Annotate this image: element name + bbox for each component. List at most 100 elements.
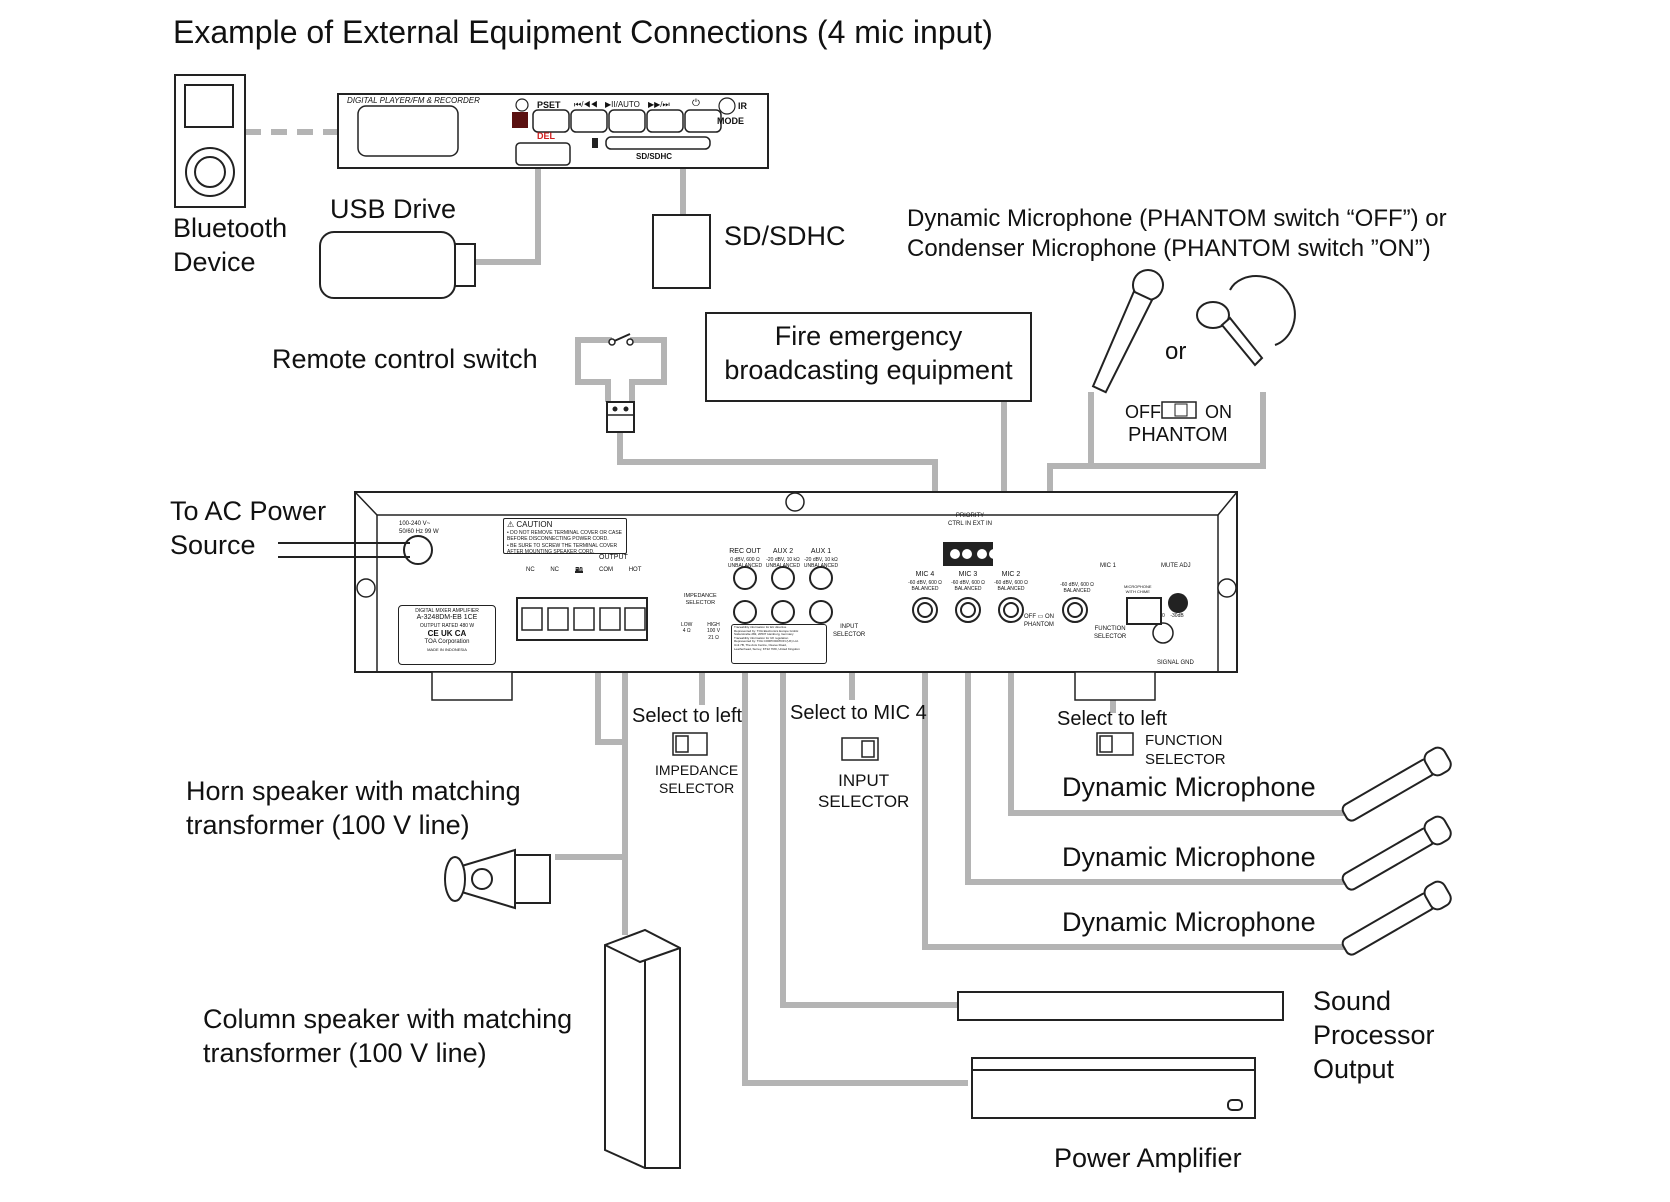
mic-type: BALANCED <box>911 586 939 592</box>
del-label: DEL <box>537 131 555 141</box>
mic2-label: MIC 2 -60 dBV, 600 Ω BALANCED <box>991 571 1031 592</box>
sound-processor-label: Sound Processor Output <box>1313 985 1435 1086</box>
input-instruction: Select to MIC 4 <box>790 702 927 724</box>
sound-processor <box>957 991 1284 1021</box>
mic4-cable <box>922 610 1348 950</box>
mic1-title: MIC 1 <box>1100 563 1117 569</box>
mic-spec: -60 dBV, 600 Ω <box>951 579 985 586</box>
chime-line: MICROPHONE <box>1124 584 1152 589</box>
terminal-hot: HOT <box>628 567 642 573</box>
usb-cable <box>470 166 541 265</box>
function-selector-label: FUNCTION SELECTOR <box>1145 732 1226 770</box>
horn-speaker-label: Horn speaker with matching transformer (… <box>186 775 521 843</box>
nameplate-origin: MADE IN INDONESIA <box>427 646 467 652</box>
panel-phantom-label: PHANTOM <box>1024 621 1054 628</box>
condenser-microphone <box>1196 275 1296 367</box>
sound-proc-line: Output <box>1313 1053 1395 1084</box>
column-speaker-label: Column speaker with matching transformer… <box>203 1003 572 1071</box>
mic-note: Dynamic Microphone (PHANTOM switch “OFF”… <box>907 204 1447 264</box>
dynamic-mic-label-3: Dynamic Microphone <box>1062 907 1316 937</box>
function-selector-line: FUNCTION <box>1145 732 1223 749</box>
mute-adj-label: MUTE ADJ <box>1161 563 1191 569</box>
sd-label: SD/SDHC <box>724 221 846 251</box>
function-instruction: Select to left <box>1057 708 1168 730</box>
rca-aux1-label: AUX 1 -20 dBV, 10 kΩ UNBALANCED <box>803 548 839 569</box>
trace-line: Unit 7B, The Axis Centre, Cleeve Road, <box>734 642 787 647</box>
impedance-high-line: 21 Ω <box>708 634 719 641</box>
sd-card <box>652 214 711 289</box>
panel-input-line: INPUT <box>840 624 859 630</box>
dynamic-mics <box>1341 746 1452 956</box>
rca-rec-out-label: REC OUT 0 dBV, 600 Ω UNBALANCED <box>727 548 763 569</box>
mic-type: BALANCED <box>1063 588 1091 595</box>
panel-impedance-line: SELECTOR <box>685 599 716 606</box>
remote-switch-label: Remote control switch <box>272 344 538 374</box>
condenser-cable <box>1091 392 1266 469</box>
mic-jacks <box>912 597 1088 623</box>
rca-type: UNBALANCED <box>765 563 801 569</box>
panel-input-selector-label: INPUT SELECTOR <box>833 624 865 639</box>
signal-gnd-label: SIGNAL GND <box>1157 660 1194 666</box>
impedance-high: HIGH 100 V 21 Ω <box>707 622 720 641</box>
priority-ctrl: CTRL IN <box>947 520 972 527</box>
bluetooth-label-line: Bluetooth <box>173 213 288 243</box>
mic3-cable <box>965 610 1348 885</box>
power-rating-line: 50/60 Hz 99 W <box>399 528 439 535</box>
nameplate: DIGITAL MIXER AMPLIFIER A-3248DM-EB 1CE … <box>398 605 496 665</box>
mic-name: MIC 4 <box>915 571 935 578</box>
dynamic-mic-label-1: Dynamic Microphone <box>1062 772 1316 802</box>
traceability-label: Traceability information for EU directiv… <box>731 624 827 664</box>
input-selector-line: SELECTOR <box>818 792 910 812</box>
nameplate-model: A-3248DM-EB 1CE <box>416 614 478 622</box>
ac-power-cord <box>278 542 410 558</box>
panel-impedance-label: IMPEDANCE SELECTOR <box>684 593 717 607</box>
mic-spec: -60 dBV, 600 Ω <box>908 579 942 586</box>
caution-line: • BE SURE TO SCREW THE TERMINAL COVER <box>507 542 618 549</box>
rj45-jack <box>1126 597 1162 625</box>
nameplate-marks: CE UK CA <box>427 629 467 639</box>
mic-type: BALANCED <box>954 586 982 592</box>
power-amplifier-label: Power Amplifier <box>1054 1143 1242 1173</box>
phantom-on-label: ON <box>1205 402 1232 422</box>
phantom-label: PHANTOM <box>1128 424 1228 446</box>
next-label: ▶▶/⏭ <box>648 100 670 109</box>
mic-spec: -60 dBV, 600 Ω <box>1060 582 1094 588</box>
impedance-low: LOW 4 Ω <box>681 622 692 635</box>
fire-line: broadcasting equipment <box>724 354 1013 385</box>
panel-phantom-switch: OFF ▭ ON PHANTOM <box>1024 614 1055 628</box>
horn-speaker <box>444 848 551 910</box>
page-title: Example of External Equipment Connection… <box>173 14 993 50</box>
mic-note-line: Condenser Microphone (PHANTOM switch ”ON… <box>907 235 1431 262</box>
ac-line: To AC Power <box>170 496 327 526</box>
aux-out-cable <box>780 620 960 1008</box>
nameplate-line: DIGITAL MIXER AMPLIFIER <box>415 608 479 614</box>
mic-name: MIC 2 <box>1001 571 1021 578</box>
ac-line: Source <box>170 529 256 560</box>
terminal-fm: FM <box>574 567 584 573</box>
panel-function-line: SELECTOR <box>1094 633 1127 640</box>
rca-name: AUX 1 <box>810 548 832 555</box>
bluetooth-device <box>174 74 246 208</box>
power-amplifier <box>971 1057 1256 1119</box>
trace-line: Leatherhead, Surrey, KT22 7RD, United Ki… <box>734 646 800 651</box>
impedance-high-line: 100 V <box>707 628 721 635</box>
rec-out-cable <box>742 620 968 1086</box>
input-selector-line: INPUT <box>838 771 890 790</box>
impedance-selector-line: IMPEDANCE <box>655 762 739 778</box>
rca-spec: -20 dBV, 10 kΩ <box>804 556 838 563</box>
ac-power-label: To AC Power Source <box>170 495 326 563</box>
fire-emergency-box: Fire emergency broadcasting equipment <box>705 312 1032 402</box>
impedance-low-line: 4 Ω <box>682 628 691 635</box>
bluetooth-label: Bluetooth Device <box>173 212 287 280</box>
output-label: OUTPUT <box>599 554 628 561</box>
mic-name: MIC 3 <box>958 571 978 578</box>
function-selector-line: SELECTOR <box>1145 750 1226 768</box>
mic3-label: MIC 3 -60 dBV, 600 Ω BALANCED <box>948 571 988 592</box>
caution-label: ⚠ CAUTION • DO NOT REMOVE TERMINAL COVER… <box>503 518 627 555</box>
digital-player-panel <box>337 93 769 169</box>
rca-type: UNBALANCED <box>727 563 763 569</box>
trace-line: Represented by: TOA Electronics Europe G… <box>734 628 799 633</box>
priority-label: PRIORITY CTRL IN EXT IN <box>945 513 995 528</box>
terminal-nc2: NC <box>550 567 560 573</box>
